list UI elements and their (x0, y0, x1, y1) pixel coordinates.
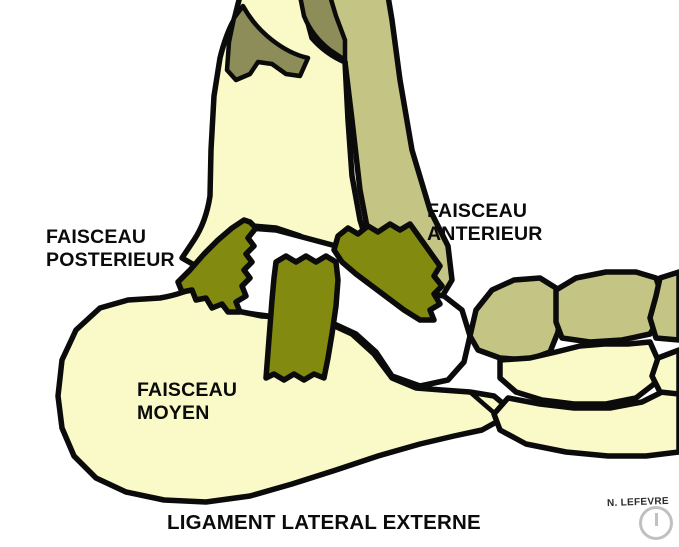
figure-title: LIGAMENT LATERAL EXTERNE (167, 511, 481, 534)
label-posterior-line1: FAISCEAU (46, 226, 147, 248)
label-middle-line1: FAISCEAU (137, 379, 238, 401)
tibial-plafond (224, 3, 311, 83)
cuneiform-bones (553, 269, 665, 345)
anterior-bundle-ligament (331, 221, 445, 323)
metatarsal-bones (491, 381, 679, 459)
middle-bundle-ligament (263, 253, 341, 383)
lateral-cuneiform-bone (647, 269, 679, 343)
posterior-bundle-ligament (175, 217, 259, 315)
fifth-metatarsal-bone (649, 347, 679, 397)
calcaneus-bone (55, 279, 509, 505)
label-anterior-line2: ANTERIEUR (427, 223, 543, 245)
label-posterior-line2: POSTERIEUR (46, 249, 175, 271)
label-middle-bundle: FAISCEAU MOYEN (137, 379, 237, 425)
navicular-bone (467, 275, 563, 363)
label-anterior-bundle: FAISCEAU ANTERIEUR (427, 200, 543, 246)
label-anterior-line1: FAISCEAU (427, 200, 528, 222)
tibiofibular-notch (298, 0, 348, 63)
label-posterior-bundle: FAISCEAU POSTERIEUR (46, 226, 175, 272)
label-middle-line2: MOYEN (137, 402, 210, 424)
watermark-logo (639, 506, 673, 540)
